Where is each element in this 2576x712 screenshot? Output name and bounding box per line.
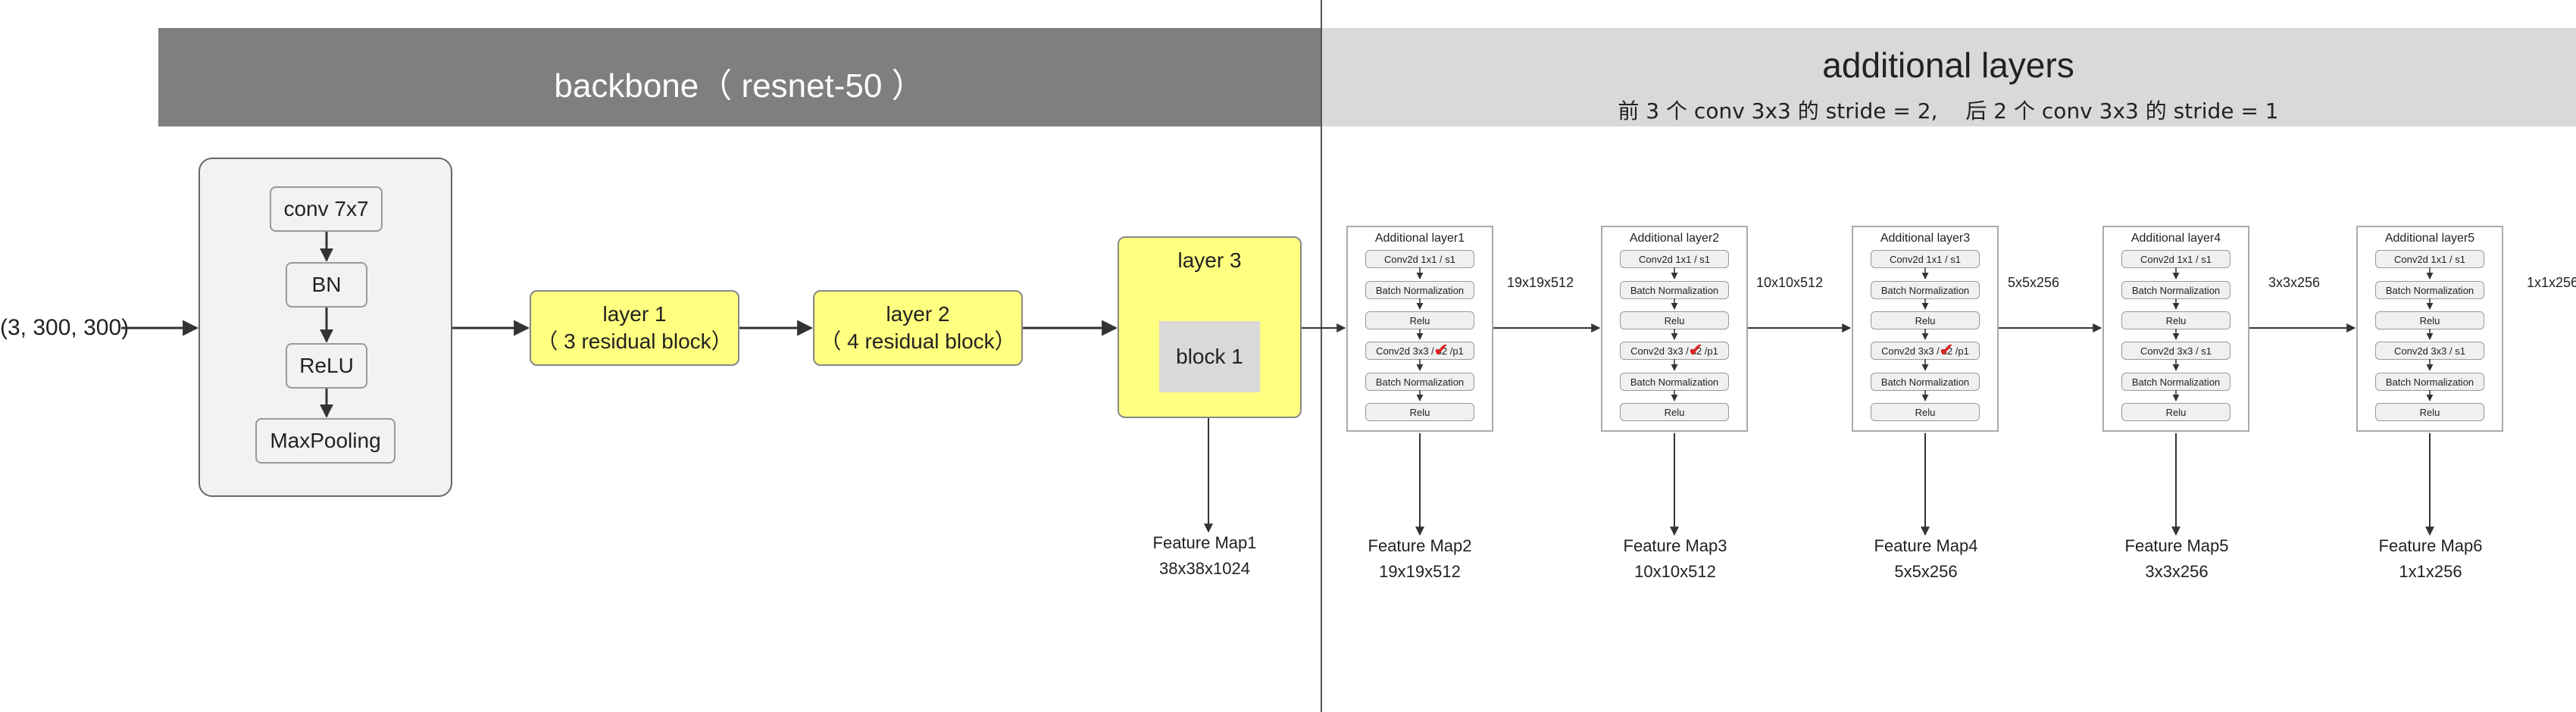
op-relu: Relu — [2121, 311, 2231, 329]
feature-map-5-name: Feature Map5 — [2124, 536, 2229, 555]
op-conv1x1: Conv2d 1x1 / s1 — [2121, 250, 2231, 268]
feature-map-1-size: 38x38x1024 — [1159, 559, 1250, 578]
op-conv1x1: Conv2d 1x1 / s1 — [1620, 250, 1729, 268]
stem-op-relu: ReLU — [286, 343, 367, 389]
op-batchnorm: Batch Normalization — [2375, 373, 2484, 391]
feature-map-3-name: Feature Map3 — [1623, 536, 1727, 555]
layer1-block: layer 1 （ 3 residual block） — [530, 290, 739, 366]
op-conv3x3: Conv2d 3x3 / s2 /p1 — [1365, 342, 1474, 360]
stem-op-maxpool: MaxPooling — [255, 418, 395, 464]
op-relu: Relu — [2121, 403, 2231, 421]
op-batchnorm: Batch Normalization — [1365, 281, 1474, 299]
op-conv1x1: Conv2d 1x1 / s1 — [1365, 250, 1474, 268]
additional-layers-title: additional layers — [1822, 45, 2074, 85]
stem-op-conv: conv 7x7 — [270, 186, 383, 232]
additional-layer-title: Additional layer1 — [1374, 232, 1465, 245]
op-batchnorm: Batch Normalization — [2121, 281, 2231, 299]
dim-label-4: 3x3x256 — [2268, 275, 2321, 290]
stem-op-bn: BN — [286, 262, 367, 308]
input-shape-label: (3, 300, 300) — [0, 315, 130, 340]
op-batchnorm: Batch Normalization — [1620, 373, 1729, 391]
op-batchnorm: Batch Normalization — [1620, 281, 1729, 299]
layer1-title: layer 1 — [602, 302, 667, 326]
checkmark-icon: ✔ — [1433, 340, 1449, 361]
op-relu: Relu — [1365, 311, 1474, 329]
layer2-title: layer 2 — [886, 302, 950, 326]
op-conv3x3: Conv2d 3x3 / s2 /p1 — [1871, 342, 1980, 360]
op-relu: Relu — [2375, 403, 2484, 421]
dim-label-5: 1x1x256 — [2527, 275, 2576, 290]
op-batchnorm: Batch Normalization — [1871, 373, 1980, 391]
additional-layers-subtitle: 前 3 个 conv 3x3 的 stride = 2, 后 2 个 conv … — [1618, 98, 2279, 123]
checkmark-icon: ✔ — [1939, 340, 1955, 361]
feature-map-4-name: Feature Map4 — [1874, 536, 1978, 555]
op-batchnorm: Batch Normalization — [2375, 281, 2484, 299]
dim-label-3: 5x5x256 — [2008, 275, 2060, 290]
op-relu: Relu — [1620, 403, 1729, 421]
op-conv3x3: Conv2d 3x3 / s1 — [2375, 342, 2484, 360]
additional-layer-4: Additional layer4 Conv2d 1x1 / s1 Batch … — [2102, 226, 2249, 432]
additional-layer-title: Additional layer3 — [1880, 232, 1971, 245]
feature-map-1-name: Feature Map1 — [1152, 533, 1257, 552]
feature-map-5-size: 3x3x256 — [2145, 562, 2209, 581]
additional-layer-title: Additional layer5 — [2384, 232, 2475, 245]
dim-label-2: 10x10x512 — [1756, 275, 1824, 290]
op-batchnorm: Batch Normalization — [2121, 373, 2231, 391]
feature-map-3-size: 10x10x512 — [1634, 562, 1716, 581]
checkmark-icon: ✔ — [1688, 340, 1704, 361]
op-batchnorm: Batch Normalization — [1871, 281, 1980, 299]
feature-map-2-name: Feature Map2 — [1368, 536, 1472, 555]
layer3-block1: block 1 — [1159, 321, 1260, 392]
op-conv3x3: Conv2d 3x3 / s1 — [2121, 342, 2231, 360]
backbone-title: backbone（ resnet-50 ） — [554, 67, 925, 105]
op-relu: Relu — [1365, 403, 1474, 421]
op-relu: Relu — [1871, 403, 1980, 421]
additional-layer-title: Additional layer2 — [1629, 232, 1720, 245]
layer3-title: layer 3 — [1177, 248, 1242, 272]
backbone-banner: backbone（ resnet-50 ） — [158, 28, 1321, 126]
feature-map-6-name: Feature Map6 — [2378, 536, 2483, 555]
layer2-block: layer 2 （ 4 residual block） — [813, 290, 1023, 366]
feature-map-2-size: 19x19x512 — [1379, 562, 1461, 581]
op-batchnorm: Batch Normalization — [1365, 373, 1474, 391]
op-conv1x1: Conv2d 1x1 / s1 — [2375, 250, 2484, 268]
layer1-desc: （ 3 residual block） — [536, 329, 733, 353]
additional-layer-title: Additional layer4 — [2131, 232, 2221, 245]
feature-map-4-size: 5x5x256 — [1894, 562, 1958, 581]
additional-layers-banner: additional layers 前 3 个 conv 3x3 的 strid… — [1321, 28, 2576, 126]
feature-map-6-size: 1x1x256 — [2399, 562, 2462, 581]
layer2-desc: （ 4 residual block） — [820, 329, 1016, 353]
section-divider — [1321, 0, 1322, 712]
dim-label-1: 19x19x512 — [1507, 275, 1574, 290]
